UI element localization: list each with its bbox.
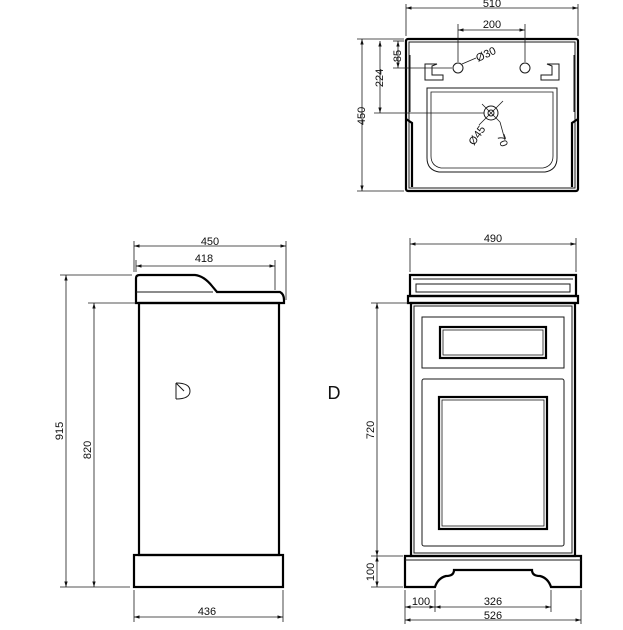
hinge-legend: D [328, 383, 341, 403]
side-dim-418: 418 [195, 253, 213, 265]
right-overflow [540, 63, 560, 81]
top-view-basin: 510 200 85 224 450 Ø30 Ø45 70 [356, 0, 580, 193]
basin-inner-outline [408, 41, 576, 189]
basin-sides [409, 55, 575, 112]
dim-tap-offset: 85 [392, 50, 404, 62]
front-dim-100-vertical: 100 [365, 563, 377, 581]
waste-hole-inner [487, 109, 495, 117]
front-drawer [421, 316, 565, 369]
front-view-cabinet: 490 720 100 100 326 526 [365, 233, 583, 624]
side-cabinet-body [137, 301, 281, 557]
side-dim-915: 915 [54, 422, 66, 440]
front-dim-720: 720 [365, 421, 377, 439]
side-hinge-symbol [175, 382, 191, 400]
dim-tap-spacing: 200 [483, 19, 501, 31]
front-door-panel [437, 395, 549, 531]
side-plinth [132, 553, 285, 589]
front-dim-326: 326 [484, 596, 502, 608]
front-basin [408, 273, 578, 298]
front-drawer-panel [438, 325, 548, 360]
tap-hole-right [519, 62, 531, 74]
front-dim-526: 526 [484, 610, 502, 622]
basin-outline [404, 37, 580, 193]
front-dim-100-horizontal: 100 [412, 596, 430, 608]
dim-depth-450: 450 [356, 107, 368, 125]
label-waste-diag: 70 [494, 133, 509, 149]
side-basin-profile [134, 273, 286, 305]
side-view-cabinet: 450 418 915 820 436 [54, 236, 287, 622]
label-tap-hole: Ø30 [474, 45, 498, 65]
dim-waste-offset: 224 [374, 69, 386, 87]
basin-front-returns [405, 118, 579, 187]
front-plinth [403, 554, 583, 589]
bowl-inner [430, 91, 554, 169]
label-waste-hole: Ø45 [467, 124, 489, 148]
bowl-outline [426, 87, 558, 173]
side-dim-436: 436 [198, 606, 216, 618]
side-dim-820: 820 [82, 441, 94, 459]
front-door [421, 378, 565, 547]
left-overflow [424, 63, 444, 81]
front-cabinet-body [409, 301, 577, 558]
front-dim-490: 490 [484, 233, 502, 245]
side-dim-450: 450 [201, 236, 219, 248]
dim-width-510: 510 [483, 0, 501, 10]
tap-hole-left [452, 62, 464, 74]
front-basin-lip [406, 294, 580, 305]
